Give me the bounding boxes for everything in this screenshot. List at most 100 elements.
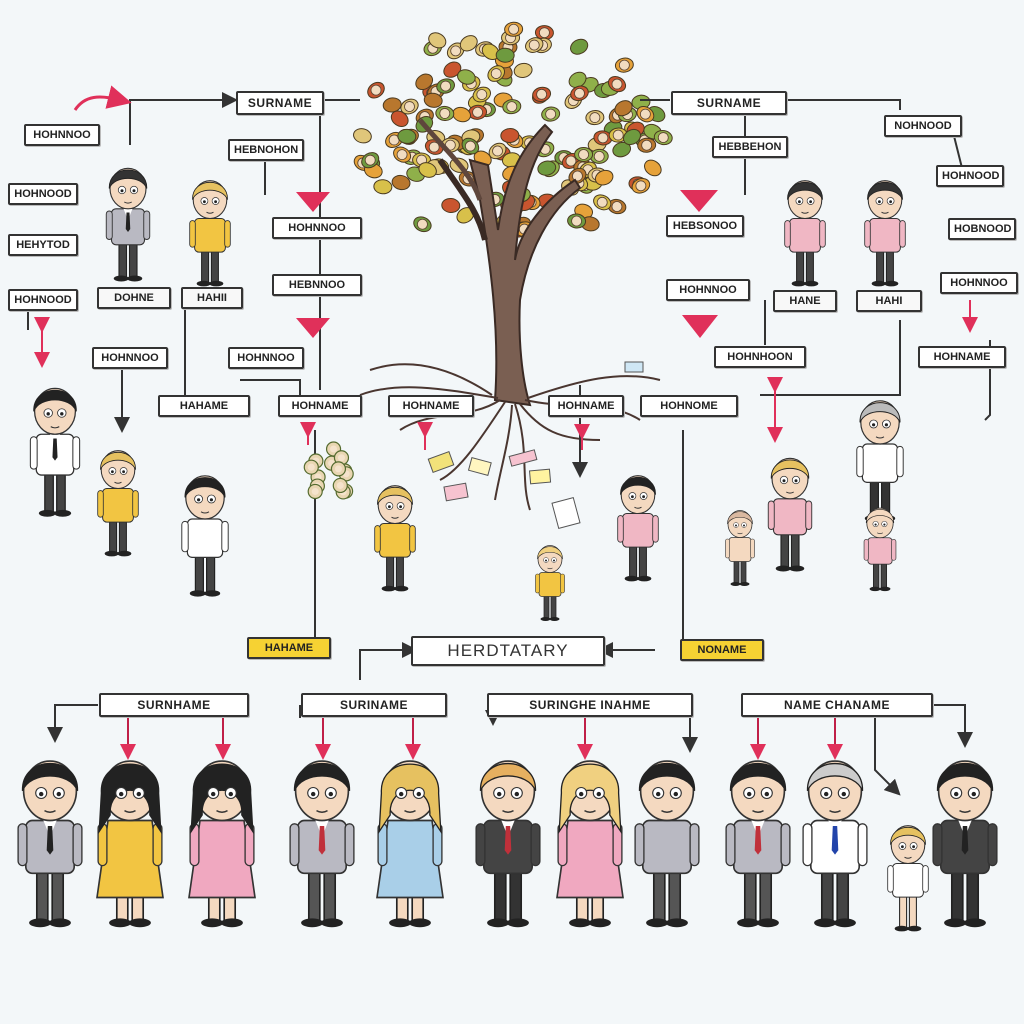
leaf-portrait-icon (612, 141, 632, 158)
people-figures (17, 167, 998, 932)
surname-label: SURINGHE INAHME (487, 693, 693, 717)
leaf-portrait-icon (397, 128, 417, 144)
leaf-portrait-icon (570, 38, 589, 55)
leaf-portrait-icon (593, 194, 612, 211)
man-figure (29, 387, 81, 517)
girl-figure (188, 760, 256, 928)
leaf-portrait-icon (585, 110, 605, 126)
boy-sitting-figure (181, 475, 229, 597)
leaf-portrait-icon (574, 146, 594, 162)
name-plate: HAHII (181, 287, 243, 309)
leaf-portrait-icon (400, 98, 419, 115)
girl-figure (556, 760, 624, 928)
girl-figure (376, 760, 444, 928)
small-portrait-icon (332, 477, 348, 494)
small-portrait-icon (303, 459, 319, 475)
leaf-portrait-icon (468, 104, 488, 120)
leaf-portrait-icon (614, 100, 633, 117)
boy-figure (864, 180, 906, 287)
leaf-portrait-icon (504, 21, 524, 37)
name-label: HOHNOOD (8, 183, 78, 205)
name-plate: HAHI (856, 290, 922, 312)
surname-label: SURINAME (301, 693, 447, 717)
hereditary-title: HERDTATARY (411, 636, 605, 666)
child-figure (97, 450, 139, 557)
family-tree-icon (353, 21, 673, 511)
small-portrait-icon (333, 450, 350, 466)
leaf-portrait-icon (567, 213, 587, 229)
tree-canopy (353, 21, 673, 239)
leaf-portrait-icon (607, 76, 627, 93)
name-label: NOHNOOD (884, 115, 962, 137)
surname-label: SURNHAME (99, 693, 249, 717)
name-label: HEHYTOD (8, 234, 78, 256)
leaf-portrait-icon (390, 110, 409, 127)
leaf-portrait-icon (637, 137, 657, 153)
surname-label-top-left: SURNAME (236, 91, 324, 115)
leaf-portrait-icon (441, 197, 461, 213)
leaf-portrait-icon (594, 169, 614, 186)
person-figure (887, 825, 929, 932)
leaf-portrait-icon (443, 61, 462, 78)
person-figure (475, 760, 541, 928)
leaf-portrait-icon (435, 105, 455, 121)
name-label: HOHNAME (278, 395, 362, 417)
boy-figure (767, 457, 813, 572)
leaf-portrait-icon (495, 47, 515, 63)
name-label: HOHNNOO (940, 272, 1018, 294)
leaf-portrait-icon (607, 198, 627, 215)
name-label: HOHNNOO (228, 347, 304, 369)
leaf-portrait-icon (631, 178, 651, 194)
name-label: HOHNNOO (24, 124, 100, 146)
person-figure (634, 760, 700, 928)
baby-figure (863, 507, 897, 592)
leaf-portrait-icon (472, 86, 491, 103)
leaf-portrait-icon (537, 160, 557, 176)
leaf-portrait-icon (487, 65, 506, 82)
name-label: HEBBEHON (712, 136, 788, 158)
leaf-portrait-icon (367, 81, 385, 99)
leaf-portrait-icon (500, 128, 520, 144)
name-label: HOHNNOO (92, 347, 168, 369)
name-label-highlight: NONAME (680, 639, 764, 661)
surname-label: NAME CHANAME (741, 693, 933, 717)
name-label: HEBNNOO (272, 274, 362, 296)
name-plate: DOHNE (97, 287, 171, 309)
root-line (359, 386, 499, 399)
name-label: HOHNOOD (936, 165, 1004, 187)
root-line (439, 401, 506, 481)
boy-lying-figure (374, 485, 416, 592)
leaf-portrait-icon (461, 137, 480, 155)
boy-figure (784, 180, 826, 287)
leaf-portrait-icon (428, 32, 447, 49)
name-label: HOHNOME (640, 395, 738, 417)
leaf-portrait-icon (513, 62, 533, 79)
leaf-portrait-icon (502, 99, 522, 115)
person-figure (802, 760, 868, 928)
leaf-portrait-icon (622, 128, 641, 146)
leaf-portrait-icon (418, 162, 437, 178)
name-label: HOHNAME (548, 395, 624, 417)
root-line (369, 363, 493, 396)
girl-figure (96, 760, 164, 928)
root-line (494, 404, 513, 501)
leaf-portrait-icon (488, 142, 507, 160)
leaf-portrait-icon (593, 130, 613, 146)
leaf-portrait-icon (457, 69, 476, 85)
name-label: HOHNOOD (8, 289, 78, 311)
name-label: HAHAME (158, 395, 250, 417)
name-plate: HANE (773, 290, 837, 312)
leaf-portrait-icon (570, 85, 589, 102)
leaf-portrait-icon (568, 167, 587, 185)
name-label-highlight: HAHAME (247, 637, 331, 659)
leaf-portrait-icon (459, 35, 478, 52)
baby-figure (725, 510, 755, 586)
leaf-portrait-icon (436, 78, 455, 94)
name-label: HOHNAME (388, 395, 474, 417)
name-label: HOHNNOO (272, 217, 362, 239)
leaf-portrait-icon (423, 92, 443, 108)
person-figure (725, 760, 791, 928)
leaf-portrait-icon (644, 159, 662, 177)
